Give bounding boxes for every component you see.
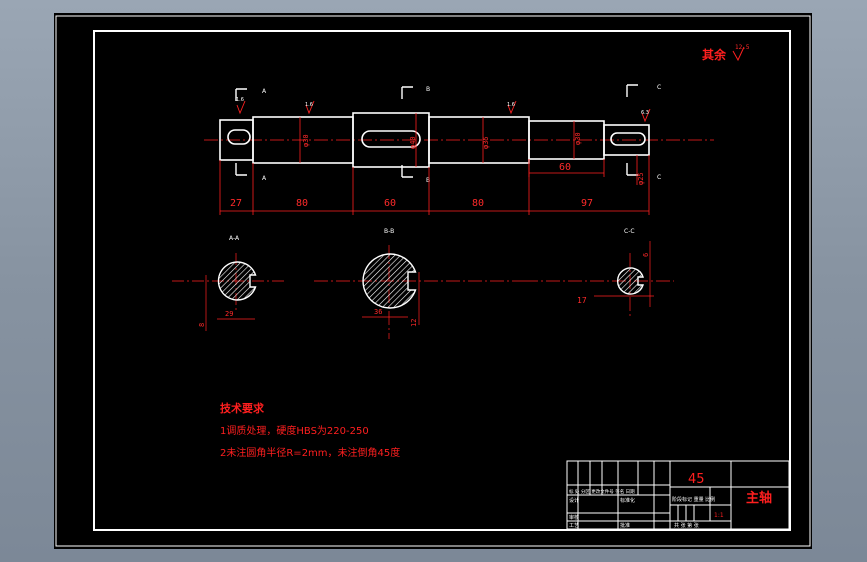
title-block bbox=[566, 460, 790, 530]
title-block-design-label: 设计 bbox=[569, 497, 579, 504]
roughness-mark-d-value: 6.3 bbox=[641, 110, 649, 116]
tech-req-line2: 2未注圆角半径R=2mm，未注倒角45度 bbox=[220, 446, 400, 459]
dia-label-2: φ40 bbox=[409, 136, 417, 149]
len-label-5: 97 bbox=[581, 198, 593, 209]
sec-b-height-label: 12 bbox=[410, 319, 418, 327]
dia-label-5: φ25 bbox=[637, 172, 645, 185]
shaft-drawing: 其余 12.5 A A B B C C 1.6 1.6 1.6 6.3 bbox=[55, 15, 811, 547]
view-a-label: A-A bbox=[229, 235, 240, 242]
view-b-label: B-B bbox=[384, 228, 394, 235]
title-block-scale-value: 1:1 bbox=[714, 512, 724, 519]
key-length-label: 60 bbox=[559, 162, 571, 173]
sec-c-height-label: 6 bbox=[642, 253, 650, 257]
section-markers bbox=[235, 84, 638, 178]
surface-roughness-value: 12.5 bbox=[735, 44, 750, 51]
section-label-c-bottom: C bbox=[657, 174, 661, 181]
len-label-1: 27 bbox=[230, 198, 242, 209]
section-b bbox=[314, 245, 524, 339]
roughness-mark-b bbox=[305, 100, 315, 115]
roughness-mark-c-value: 1.6 bbox=[507, 102, 515, 108]
shaft-outline bbox=[219, 112, 650, 168]
title-block-sheet-label: 共 张 第 张 bbox=[674, 522, 699, 529]
surface-note: 其余 bbox=[702, 47, 727, 62]
tech-req-line1: 1调质处理，硬度HBS为220-250 bbox=[220, 424, 369, 437]
sec-b-width-label: 36 bbox=[374, 308, 382, 316]
tech-req-title: 技术要求 bbox=[220, 401, 265, 415]
dia-label-4: φ30 bbox=[574, 132, 582, 145]
drawing-viewport[interactable]: 其余 12.5 A A B B C C 1.6 1.6 1.6 6.3 bbox=[54, 13, 812, 549]
title-block-check-label: 审核 bbox=[569, 514, 579, 521]
dia-label-1: φ30 bbox=[302, 134, 310, 147]
roughness-mark-a-value: 1.6 bbox=[236, 97, 244, 103]
roughness-mark-a bbox=[236, 100, 246, 115]
roughness-mark-c bbox=[507, 100, 517, 115]
title-block-material: 45 bbox=[688, 472, 705, 487]
sec-a-height-label: 8 bbox=[198, 323, 206, 327]
section-label-b-bottom: B bbox=[426, 177, 430, 184]
sec-a-width-label: 29 bbox=[225, 310, 233, 318]
section-label-b-top: B bbox=[426, 86, 430, 93]
sec-c-width-label: 17 bbox=[577, 296, 587, 305]
title-block-std-label: 标准化 bbox=[620, 497, 635, 504]
section-label-a-bottom: A bbox=[262, 175, 267, 182]
title-block-approve-label: 批准 bbox=[620, 522, 630, 529]
len-label-3: 60 bbox=[384, 198, 396, 209]
section-label-a-top: A bbox=[262, 88, 267, 95]
roughness-mark-b-value: 1.6 bbox=[305, 102, 313, 108]
title-block-process-label: 工艺 bbox=[569, 523, 579, 529]
view-c-label: C-C bbox=[624, 228, 635, 235]
section-label-c-top: C bbox=[657, 84, 661, 91]
outer-border bbox=[55, 15, 811, 547]
section-a bbox=[172, 253, 284, 331]
inner-border bbox=[93, 30, 791, 531]
dia-label-3: φ35 bbox=[482, 136, 490, 149]
len-label-4: 80 bbox=[472, 198, 484, 209]
title-block-stage-label: 阶段标记 重量 比例 bbox=[672, 496, 715, 503]
title-block-row-labels: 标 处 分区 更改文件号 签名 日期 bbox=[569, 488, 635, 495]
len-label-2: 80 bbox=[296, 198, 308, 209]
section-c bbox=[524, 241, 674, 319]
roughness-symbol-main bbox=[732, 46, 745, 62]
title-block-part-name: 主轴 bbox=[746, 490, 772, 506]
roughness-mark-d bbox=[641, 108, 651, 123]
